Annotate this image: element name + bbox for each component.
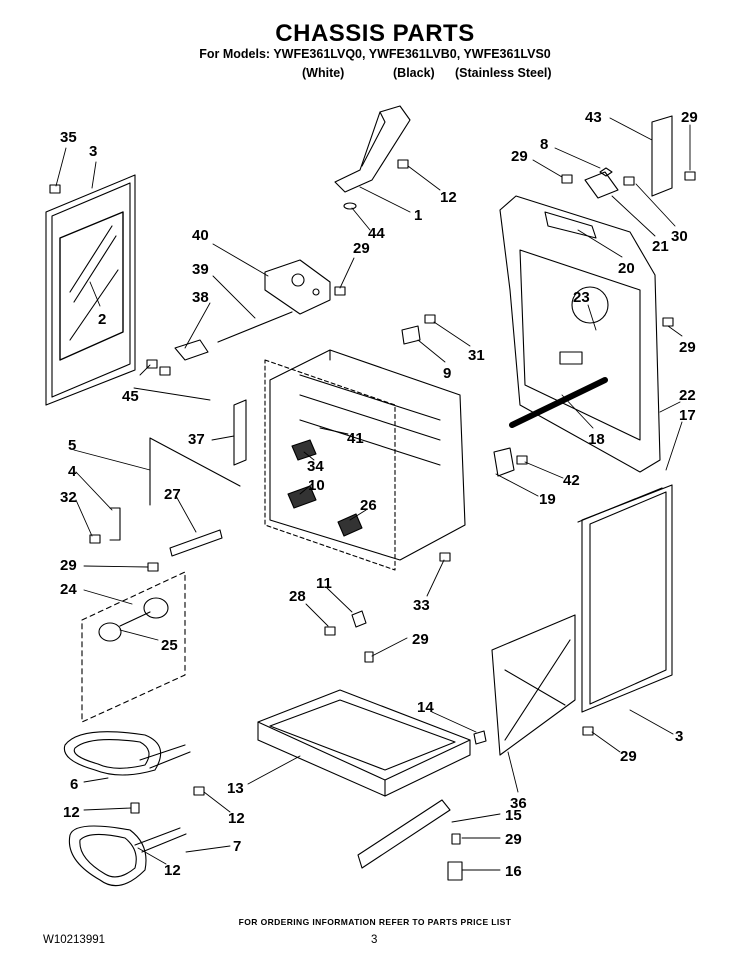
rear-back-panel — [499, 195, 661, 473]
callout-29a: 29 — [353, 240, 370, 257]
callout-9: 9 — [443, 365, 451, 382]
infinite-switch-part — [169, 529, 223, 557]
callout-44: 44 — [368, 225, 385, 242]
callout-40: 40 — [192, 227, 209, 244]
callout-4: 4 — [68, 463, 77, 480]
wire-retainer-part — [493, 447, 515, 477]
callout-29h: 29 — [505, 831, 522, 848]
callout-29c: 29 — [511, 148, 528, 165]
screw-fasteners — [89, 159, 696, 845]
callout-numbers: 35 3 2 45 40 39 38 29 44 1 12 9 31 43 29… — [60, 109, 698, 880]
callout-29f: 29 — [412, 631, 429, 648]
callout-16: 16 — [505, 863, 522, 880]
bake-element-part — [63, 731, 191, 776]
drip-pan-clip-part — [473, 730, 487, 745]
callout-12b: 12 — [63, 804, 80, 821]
callout-8: 8 — [540, 136, 548, 153]
callout-38: 38 — [192, 289, 209, 306]
leveling-leg-part — [447, 861, 463, 881]
callout-29e: 29 — [60, 557, 77, 574]
callout-31: 31 — [468, 347, 485, 364]
storage-drawer-panel — [491, 614, 576, 756]
callout-34: 34 — [307, 458, 324, 475]
callout-12c: 12 — [228, 810, 245, 827]
callout-5: 5 — [68, 437, 76, 454]
door-switch-part — [351, 610, 367, 628]
sensor-bracket-part — [264, 259, 331, 315]
callout-25: 25 — [161, 637, 178, 654]
right-oven-door-panel — [577, 484, 673, 713]
callout-12a: 12 — [440, 189, 457, 206]
callout-17: 17 — [679, 407, 696, 424]
callout-29d: 29 — [679, 339, 696, 356]
callout-37: 37 — [188, 431, 205, 448]
knob-cap-part — [98, 622, 122, 642]
callout-14: 14 — [417, 699, 434, 716]
variant-black-label: (Black) — [393, 66, 435, 80]
callout-6: 6 — [70, 776, 78, 793]
callout-35: 35 — [60, 129, 77, 146]
callout-18: 18 — [588, 431, 605, 448]
support-rod-part — [149, 437, 241, 506]
callout-2: 2 — [98, 311, 106, 328]
hinge-bracket-part — [233, 399, 247, 466]
variant-stainless-label: (Stainless Steel) — [455, 66, 552, 80]
drip-pan-part — [257, 689, 471, 797]
diagram-title: CHASSIS PARTS — [275, 20, 475, 47]
callout-21: 21 — [652, 238, 669, 255]
variant-white-label: (White) — [302, 66, 345, 80]
vent-bracket-part — [334, 105, 411, 210]
hinge-receptacle-part — [174, 339, 209, 361]
clip-part — [401, 325, 421, 345]
callout-30: 30 — [671, 228, 688, 245]
callout-7: 7 — [233, 838, 241, 855]
terminal-block-part — [584, 171, 619, 199]
callout-28: 28 — [289, 588, 306, 605]
callout-23: 23 — [573, 289, 590, 306]
callout-3b: 3 — [675, 728, 683, 745]
callout-20: 20 — [618, 260, 635, 277]
drawer-rail-part — [357, 799, 451, 869]
callout-22: 22 — [679, 387, 696, 404]
callout-42: 42 — [563, 472, 580, 489]
callout-24: 24 — [60, 581, 77, 598]
callout-11: 11 — [316, 575, 332, 592]
callout-1: 1 — [414, 207, 422, 224]
callout-13: 13 — [227, 780, 244, 797]
ordering-info-note: FOR ORDERING INFORMATION REFER TO PARTS … — [238, 917, 512, 927]
callout-45: 45 — [122, 388, 139, 405]
rear-vent-cover-part — [651, 115, 673, 197]
callout-29b: 29 — [681, 109, 698, 126]
callout-19: 19 — [539, 491, 556, 508]
callout-39: 39 — [192, 261, 209, 278]
callout-29g: 29 — [620, 748, 637, 765]
wire-clip-part — [109, 507, 121, 541]
callout-27: 27 — [164, 486, 181, 503]
callout-41: 41 — [347, 430, 364, 447]
callout-32: 32 — [60, 489, 77, 506]
callout-12d: 12 — [164, 862, 181, 879]
oven-cavity-box — [264, 349, 466, 571]
broil-element-part — [68, 825, 187, 887]
callout-leader-lines — [55, 117, 691, 871]
element-terminal-upper — [291, 439, 317, 461]
callout-43: 43 — [585, 109, 602, 126]
callout-10: 10 — [308, 477, 325, 494]
callout-26: 26 — [360, 497, 377, 514]
element-terminal-side — [337, 513, 363, 537]
panel-bracket-part — [544, 211, 597, 239]
left-oven-door-panel — [45, 174, 136, 406]
page-number: 3 — [371, 934, 378, 946]
callout-33: 33 — [413, 597, 430, 614]
control-knob-part — [143, 597, 169, 619]
knob-kit-box — [81, 571, 186, 723]
model-list: For Models: YWFE361LVQ0, YWFE361LVB0, YW… — [199, 47, 551, 61]
callout-3a: 3 — [89, 143, 97, 160]
callout-15: 15 — [505, 807, 522, 824]
element-terminal-lower — [287, 485, 317, 509]
callout-36: 36 — [510, 795, 527, 812]
document-number: W10213991 — [43, 934, 106, 946]
